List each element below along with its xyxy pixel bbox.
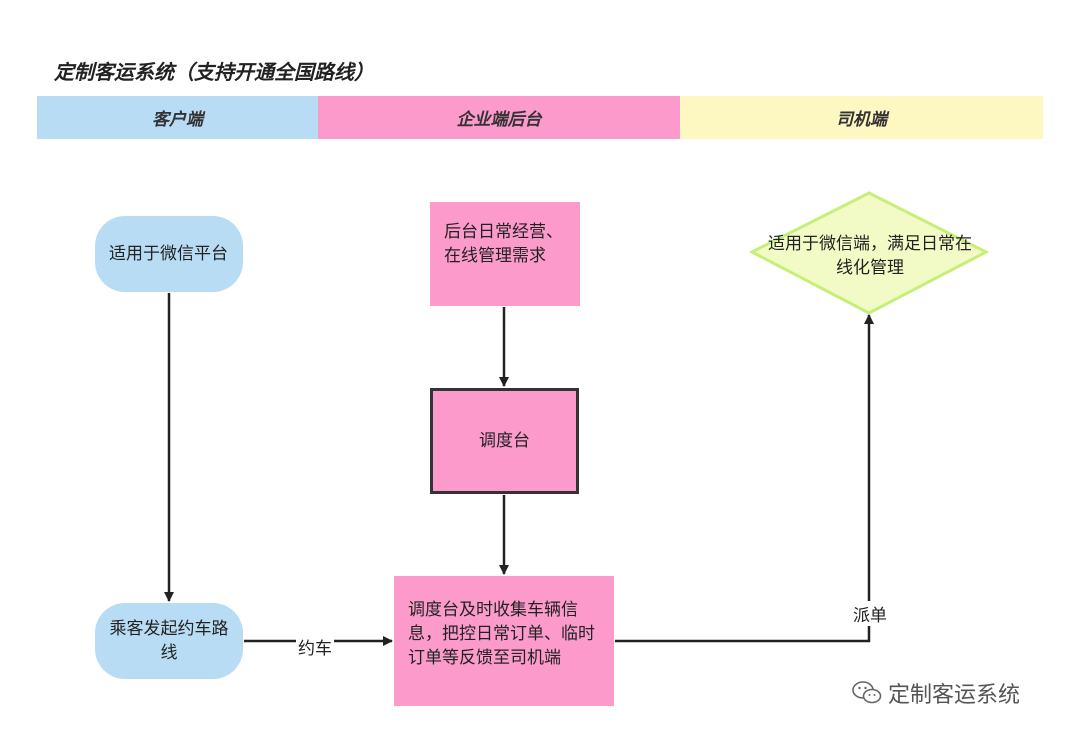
lane-header-client: 客户端: [37, 96, 318, 139]
node-backend-ops-text: 后台日常经营、在线管理需求: [444, 222, 563, 266]
arrow-collect-to-driver: [615, 314, 874, 643]
node-client-platform: 适用于微信平台: [95, 216, 243, 292]
lane-header-enterprise: 企业端后台: [318, 96, 680, 139]
node-collect-info: 调度台及时收集车辆信息，把控日常订单、临时订单等反馈至司机端: [394, 576, 614, 706]
lane-label-enterprise: 企业端后台: [456, 110, 542, 130]
node-client-platform-text: 适用于微信平台: [109, 244, 228, 264]
node-client-request-text: 乘客发起约车路线: [109, 619, 229, 663]
wechat-icon: [852, 681, 882, 704]
node-backend-ops: 后台日常经营、在线管理需求: [430, 202, 580, 306]
watermark: 定制客运系统: [852, 677, 1020, 709]
node-dispatch-desk-text: 调度台: [479, 431, 530, 451]
lane-header-driver: 司机端: [680, 96, 1043, 139]
node-collect-info-text: 调度台及时收集车辆信息，把控日常订单、临时订单等反馈至司机端: [408, 600, 595, 668]
node-driver-app-text: 适用于微信端，满足日常在线化管理: [768, 234, 972, 278]
watermark-text: 定制客运系统: [888, 683, 1021, 708]
node-dispatch-desk: 调度台: [430, 388, 579, 494]
edge-label-dispatch-order: 派单: [851, 601, 889, 626]
diagram-title: 定制客运系统（支持开通全国路线）: [54, 60, 374, 84]
node-client-request: 乘客发起约车路线: [95, 603, 243, 679]
lane-label-driver: 司机端: [836, 110, 887, 130]
edge-label-book-car: 约车: [296, 634, 334, 659]
driver-decision-diamond: [748, 191, 990, 315]
lane-label-client: 客户端: [152, 110, 203, 130]
